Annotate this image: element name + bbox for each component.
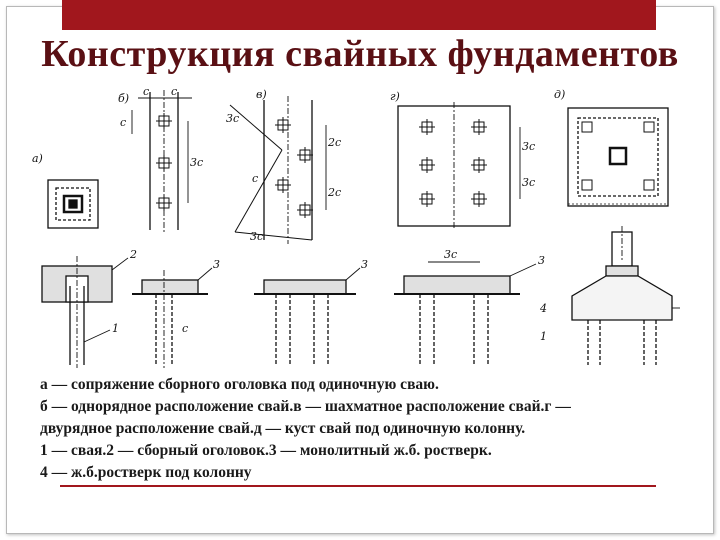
- caption-line-3: двурядное расположение свай.д — куст сва…: [40, 420, 526, 437]
- pile-foundation-drawing: а) б) с с 3с с в): [20, 80, 700, 370]
- dim-3c-v-1: 3с: [226, 112, 239, 125]
- dim-2c-v-2: 2с: [327, 186, 341, 199]
- dim-c-2: с: [171, 85, 177, 98]
- dim-3c-g-1: 3с: [522, 140, 535, 153]
- section-g: 3с 3: [394, 248, 545, 365]
- section-d: 4 1: [539, 226, 680, 365]
- figure-caption: а — сопряжение сборного оголовка под оди…: [40, 374, 680, 484]
- section-a: 2 1: [41, 248, 137, 368]
- plan-g: г) 3с 3с: [390, 90, 535, 230]
- caption-line-2: б — однорядное расположение свай.в — шах…: [40, 398, 571, 415]
- label-d: д): [554, 88, 565, 101]
- dim-c-v: с: [252, 172, 258, 185]
- callout-4: 4: [539, 302, 547, 315]
- plan-d: д): [554, 88, 669, 207]
- dim-c-section: с: [182, 322, 188, 335]
- technical-drawing: а) б) с с 3с с в): [32, 85, 680, 368]
- plan-a: а): [32, 152, 99, 229]
- dim-c-1: с: [143, 85, 149, 98]
- dim-3c-g-2: 3с: [522, 176, 535, 189]
- callout-3-v: 3: [361, 258, 368, 271]
- dim-3c-v-2: 3с: [250, 230, 263, 243]
- section-v: 3: [254, 258, 368, 365]
- label-a: а): [32, 152, 43, 165]
- slide-title: Конструкция свайных фундаментов: [41, 33, 679, 75]
- caption-line-5: 4 — ж.б.ростверк под колонну: [40, 464, 252, 481]
- plan-b: б) с с 3с с: [118, 85, 203, 232]
- section-b: 3 с: [132, 258, 220, 368]
- callout-1-d: 1: [540, 330, 547, 343]
- label-g: г): [390, 90, 400, 103]
- top-accent-band: [62, 0, 656, 30]
- dim-3c-b: 3с: [190, 156, 203, 169]
- caption-line-1: а — сопряжение сборного оголовка под оди…: [40, 376, 439, 393]
- callout-3-g: 3: [538, 254, 545, 267]
- callout-3-b: 3: [213, 258, 220, 271]
- bottom-accent-rule: [60, 485, 656, 487]
- dim-c-b-left: с: [120, 116, 126, 129]
- dim-2c-v-1: 2с: [327, 136, 341, 149]
- caption-line-4: 1 — свая.2 — сборный оголовок.3 — моноли…: [40, 442, 492, 459]
- label-v: в): [256, 88, 267, 101]
- callout-1: 1: [112, 322, 119, 335]
- dim-3c-section: 3с: [444, 248, 457, 261]
- callout-2: 2: [129, 248, 137, 261]
- plan-v: в) 3с 3с 2с 2с с: [226, 88, 341, 244]
- label-b: б): [118, 92, 129, 105]
